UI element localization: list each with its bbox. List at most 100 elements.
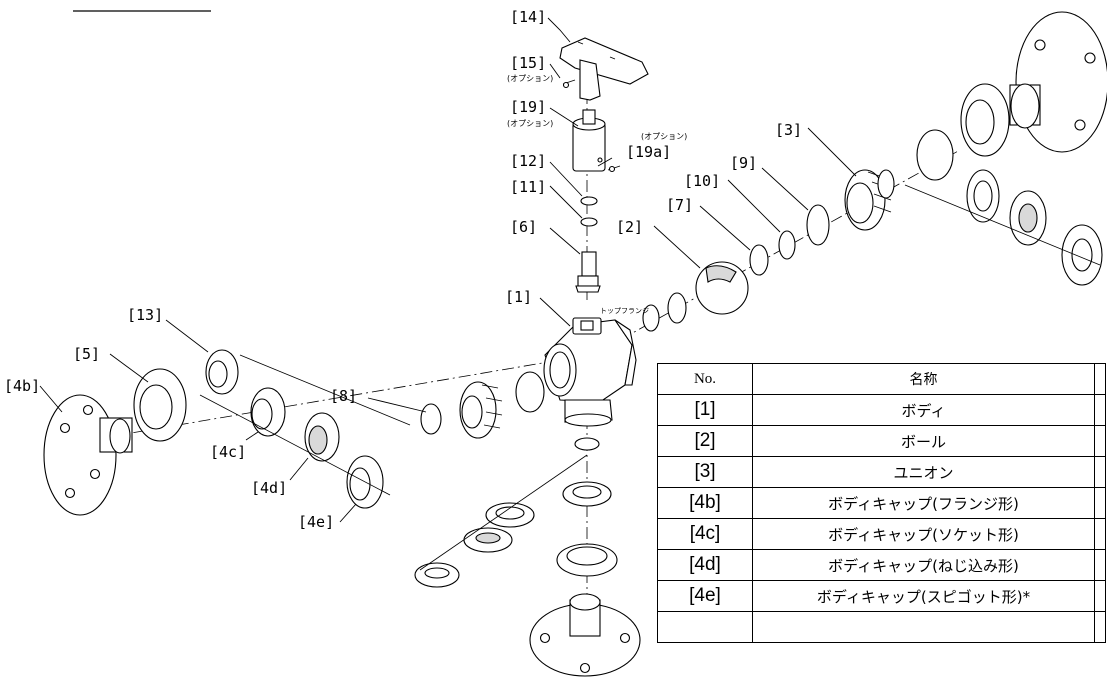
cap-ring-right [916, 129, 954, 181]
row-extra [1094, 425, 1106, 457]
label-10: [10] [684, 172, 720, 190]
union-nut-bottom [556, 543, 618, 577]
label-4c: [4c] [210, 443, 246, 461]
nut-13 [205, 349, 239, 395]
row-extra [1094, 456, 1106, 488]
row-extra [1094, 518, 1106, 550]
lock-cylinder-part [572, 109, 606, 172]
oring-bottom [574, 437, 600, 451]
union-part [844, 169, 892, 231]
row-no: [4c] [657, 518, 753, 550]
option-note-19a: (オプション) [641, 132, 687, 141]
row-no: [4b] [657, 487, 753, 519]
parts-list-table: No. 名称 [1] ボディ [2] ボール [3] ユニオン [4b] ボディ… [657, 363, 1106, 643]
row-no: [2] [657, 425, 753, 457]
label-2: [2] [616, 218, 643, 236]
right-axis [619, 149, 961, 341]
option-note-19: (オプション) [507, 119, 553, 128]
label-19: [19] [510, 98, 546, 116]
leader-lines [39, 17, 857, 523]
row-extra [1094, 580, 1106, 612]
label-3: [3] [775, 121, 802, 139]
row-no: [3] [657, 456, 753, 488]
o-ring-11 [580, 217, 598, 227]
table-row: [1] ボディ [657, 394, 1106, 426]
handle-part [559, 37, 649, 101]
header-name: 名称 [752, 363, 1095, 395]
left-guide-line [199, 394, 391, 496]
row-extra [1094, 611, 1106, 643]
row-name: ボディキャップ(スピゴット形)* [752, 580, 1095, 612]
label-4e: [4e] [298, 513, 334, 531]
row-name: ボディキャップ(フランジ形) [752, 487, 1095, 519]
table-row: [4b] ボディキャップ(フランジ形) [657, 487, 1106, 519]
table-row: [2] ボール [657, 425, 1106, 457]
table-row: [3] ユニオン [657, 456, 1106, 488]
ball-part [695, 261, 749, 315]
stem-part [575, 251, 601, 293]
label-6: [6] [510, 218, 537, 236]
seat-7 [749, 244, 769, 276]
thread-cap-right [1009, 190, 1047, 246]
flange-4b [43, 394, 133, 516]
label-19a: [19a] [626, 143, 671, 161]
screw-part [562, 79, 576, 89]
label-4d: [4d] [251, 479, 287, 497]
row-extra [1094, 394, 1106, 426]
row-no-empty [657, 611, 753, 643]
label-8: [8] [330, 387, 357, 405]
row-no: [4e] [657, 580, 753, 612]
row-name: ボディキャップ(ねじ込み形) [752, 549, 1095, 581]
row-name-empty [752, 611, 1095, 643]
label-5: [5] [73, 345, 100, 363]
bottom-caps [414, 502, 535, 588]
row-name: ボディ [752, 394, 1095, 426]
row-extra [1094, 549, 1106, 581]
label-12: [12] [510, 152, 546, 170]
header-extra [1094, 363, 1106, 395]
label-13: [13] [127, 306, 163, 324]
row-name: ボディキャップ(ソケット形) [752, 518, 1095, 550]
flange-right [1009, 11, 1107, 153]
row-no: [1] [657, 394, 753, 426]
label-15: [15] [510, 54, 546, 72]
flange-bottom [529, 593, 641, 677]
header-no: No. [657, 363, 753, 395]
oring-right [642, 304, 660, 332]
small-screw-part [607, 165, 621, 173]
label-11: [11] [510, 178, 546, 196]
top-flange-note: トップフランジ [600, 307, 649, 315]
seat-8 [420, 403, 442, 435]
seat-right [667, 292, 687, 324]
union-nut-5 [133, 368, 187, 442]
union-left [459, 381, 503, 439]
row-name: ボール [752, 425, 1095, 457]
left-axis [89, 359, 561, 441]
label-14: [14] [510, 8, 546, 26]
label-9: [9] [730, 154, 757, 172]
seat-bottom [562, 481, 612, 507]
oring-union [877, 169, 895, 199]
row-name: ユニオン [752, 456, 1095, 488]
valve-body-part [543, 317, 637, 427]
ring-10 [778, 230, 796, 260]
table-row: [4d] ボディキャップ(ねじ込み形) [657, 549, 1106, 581]
socket-cap-right [966, 169, 1000, 223]
label-1: [1] [505, 288, 532, 306]
table-header-row: No. 名称 [657, 363, 1106, 395]
row-extra [1094, 487, 1106, 519]
table-row: [4e] ボディキャップ(スピゴット形)* [657, 580, 1106, 612]
o-ring-12 [580, 196, 598, 206]
left-guide-line-2 [239, 354, 411, 426]
oring-left [515, 371, 545, 413]
label-7: [7] [666, 196, 693, 214]
option-note-15: (オプション) [507, 74, 553, 83]
table-row: [4c] ボディキャップ(ソケット形) [657, 518, 1106, 550]
ring-9 [806, 204, 830, 246]
cap-4c [250, 387, 286, 437]
right-guide-line [904, 184, 1101, 266]
bottom-guide-line [419, 454, 588, 571]
union-nut-upper [960, 83, 1010, 157]
cap-4d [304, 412, 340, 462]
